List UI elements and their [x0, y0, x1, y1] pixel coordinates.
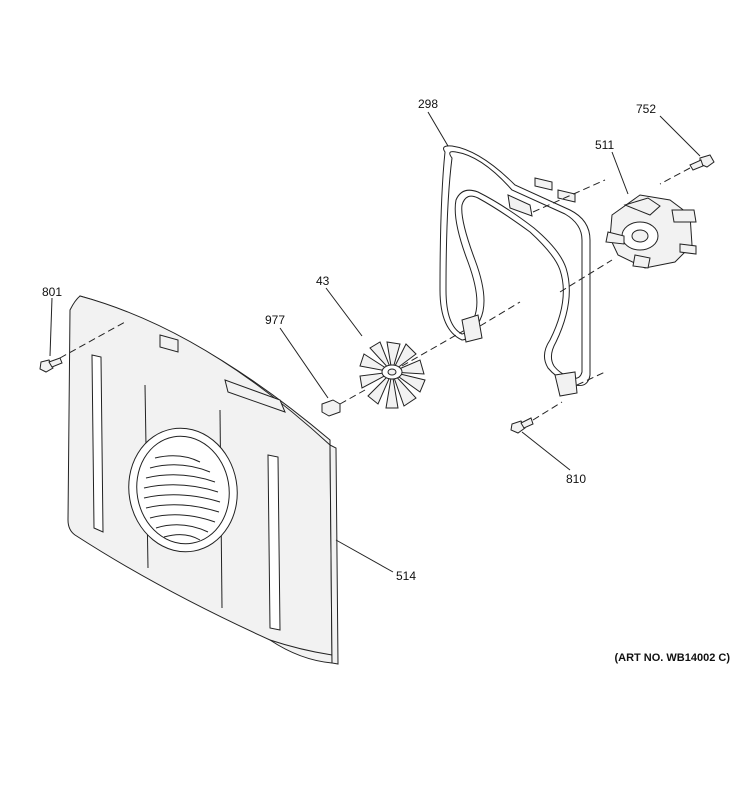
- part-514-rear-panel: [67, 295, 339, 665]
- callout-514: 514: [396, 569, 416, 583]
- part-977-nut: [321, 389, 366, 417]
- part-298-heating-element: [439, 145, 591, 397]
- callout-511: 511: [595, 138, 614, 152]
- callout-43: 43: [316, 274, 330, 288]
- callout-977: 977: [265, 313, 285, 327]
- art-number-label: (ART NO. WB14002 C): [614, 652, 730, 664]
- callout-298: 298: [418, 97, 438, 111]
- part-511-motor: [605, 194, 697, 269]
- fan-grille-slots: [143, 455, 221, 541]
- part-752-screw: [659, 154, 715, 185]
- part-810-screw: [510, 401, 563, 434]
- leader-lines: [49, 111, 701, 573]
- part-801-screw: [39, 321, 126, 373]
- callout-810: 810: [566, 472, 586, 486]
- callout-801: 801: [42, 285, 62, 299]
- part-43-fan-blade: [359, 341, 426, 409]
- callout-752: 752: [636, 102, 656, 116]
